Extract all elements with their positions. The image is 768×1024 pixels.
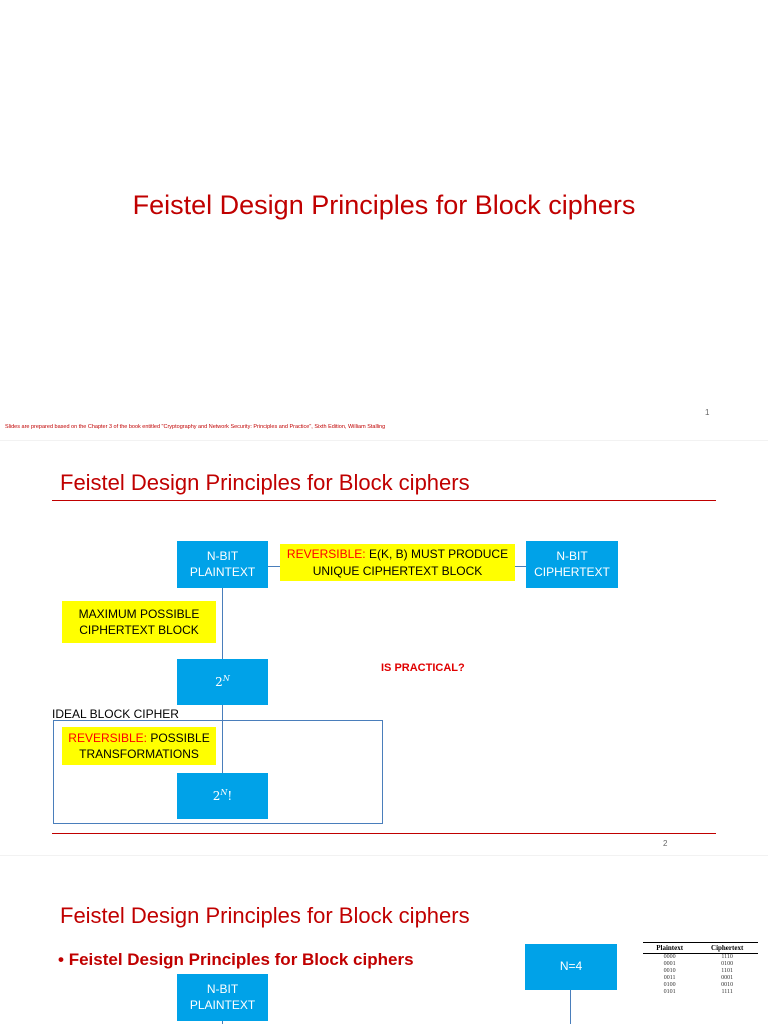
table-cell: 0001 bbox=[663, 961, 676, 967]
table-cell: 0100 bbox=[721, 961, 734, 967]
ciphertext-line-1: N-BIT bbox=[556, 548, 588, 563]
two-power-n-exp: N bbox=[222, 673, 230, 683]
slide-divider bbox=[0, 855, 768, 856]
ideal-block-cipher-frame bbox=[53, 720, 383, 824]
slide-2-page-number: 2 bbox=[663, 839, 668, 848]
slide-3-plaintext-line-1: N-BIT bbox=[206, 981, 239, 996]
mapping-table: Plaintext Ciphertext 0000 1110 0001 0100 0… bbox=[643, 942, 758, 996]
slide-3-plaintext-arrow bbox=[222, 1021, 223, 1024]
slide-divider bbox=[0, 440, 768, 441]
arrow-2n-to-2nfact bbox=[222, 705, 223, 773]
table-cell: 1110 bbox=[721, 954, 733, 960]
slide-2: Feistel Design Principles for Block ciph… bbox=[0, 441, 768, 855]
slide-3-title: Feistel Design Principles for Block ciph… bbox=[60, 903, 470, 928]
table-cell: 0100 bbox=[663, 982, 676, 988]
two-power-n-factorial-box: 2N! bbox=[177, 773, 268, 819]
slide-1-page-number: 1 bbox=[705, 408, 710, 417]
table-cell: 0101 bbox=[663, 989, 676, 995]
max-note-line-1: MAXIMUM POSSIBLE bbox=[78, 606, 200, 621]
bullet-item: • Feistel Design Principles for Block ci… bbox=[58, 950, 414, 970]
table-row: 0000 1110 bbox=[643, 954, 758, 962]
slide-3-plaintext-line-2: PLAINTEXT bbox=[189, 997, 256, 1012]
factorial-base: 2 bbox=[212, 788, 221, 803]
n-equals-4-label: N=4 bbox=[559, 959, 583, 974]
max-possible-note: MAXIMUM POSSIBLE CIPHERTEXT BLOCK bbox=[62, 601, 216, 643]
reversible-keyword: REVERSIBLE: bbox=[286, 547, 366, 562]
slide-1: Feistel Design Principles for Block ciph… bbox=[0, 0, 768, 440]
n-box-arrow bbox=[570, 990, 571, 1024]
n-equals-4-box: N=4 bbox=[525, 944, 617, 990]
max-note-line-2: CIPHERTEXT BLOCK bbox=[79, 623, 199, 637]
footer-rule bbox=[52, 833, 716, 834]
arrow-note-to-ciphertext bbox=[515, 566, 526, 567]
table-cell: 1111 bbox=[721, 989, 733, 995]
two-power-n-box: 2N bbox=[177, 659, 268, 705]
ciphertext-line-2: CIPHERTEXT bbox=[534, 564, 610, 579]
plaintext-line-2: PLAINTEXT bbox=[189, 564, 256, 579]
is-practical-label: IS PRACTICAL? bbox=[381, 662, 465, 674]
slide-1-title: Feistel Design Principles for Block ciph… bbox=[132, 190, 636, 220]
col-header-ciphertext: Ciphertext bbox=[696, 943, 758, 954]
table-cell: 1101 bbox=[721, 968, 734, 974]
two-power-n-base: 2 bbox=[215, 674, 223, 689]
reversible-line-2: UNIQUE CIPHERTEXT BLOCK bbox=[312, 563, 483, 578]
ciphertext-box: N-BIT CIPHERTEXT bbox=[526, 541, 618, 588]
factorial-mark: ! bbox=[227, 788, 233, 803]
transformations-note: REVERSIBLE: POSSIBLE TRANSFORMATIONS bbox=[62, 727, 216, 765]
transform-keyword: REVERSIBLE: bbox=[68, 730, 147, 745]
ideal-block-cipher-label: IDEAL BLOCK CIPHER bbox=[52, 707, 179, 721]
arrow-plaintext-to-note bbox=[268, 566, 280, 567]
plaintext-line-1: N-BIT bbox=[206, 548, 239, 563]
plaintext-ciphertext-table: Plaintext Ciphertext 0000 1110 0001 0100 0… bbox=[643, 943, 758, 996]
reversible-condition: E(K, B) MUST PRODUCE bbox=[365, 547, 509, 562]
arrow-plaintext-to-2n bbox=[222, 588, 223, 659]
transform-line-2: TRANSFORMATIONS bbox=[79, 747, 199, 761]
table-cell: 0011 bbox=[663, 975, 676, 981]
table-row: 0100 0010 bbox=[643, 982, 758, 989]
table-row: 0101 1111 bbox=[643, 989, 758, 996]
transform-rest: POSSIBLE bbox=[147, 730, 210, 745]
slide-3-plaintext-box: N-BIT PLAINTEXT bbox=[177, 974, 268, 1021]
table-cell: 0000 bbox=[663, 954, 676, 960]
table-row: 0010 1101 bbox=[643, 968, 758, 975]
table-cell: 0010 bbox=[663, 968, 676, 974]
bullet-dot: • bbox=[58, 950, 64, 969]
reversible-note: REVERSIBLE: E(K, B) MUST PRODUCE UNIQUE … bbox=[280, 544, 515, 581]
table-row: 0011 0001 bbox=[643, 975, 758, 982]
table-cell: 0001 bbox=[721, 975, 734, 981]
slide-2-title: Feistel Design Principles for Block ciph… bbox=[60, 470, 470, 495]
col-header-plaintext: Plaintext bbox=[643, 943, 697, 954]
slide-1-footnote: Slides are prepared based on the Chapter… bbox=[5, 424, 386, 430]
slide-3: Feistel Design Principles for Block ciph… bbox=[0, 856, 768, 1024]
bullet-text: Feistel Design Principles for Block ciph… bbox=[68, 950, 414, 969]
table-cell: 0010 bbox=[721, 982, 734, 988]
table-row: 0001 0100 bbox=[643, 961, 758, 968]
factorial-exp: N bbox=[220, 787, 228, 797]
title-underline bbox=[52, 500, 716, 501]
plaintext-box: N-BIT PLAINTEXT bbox=[177, 541, 268, 588]
